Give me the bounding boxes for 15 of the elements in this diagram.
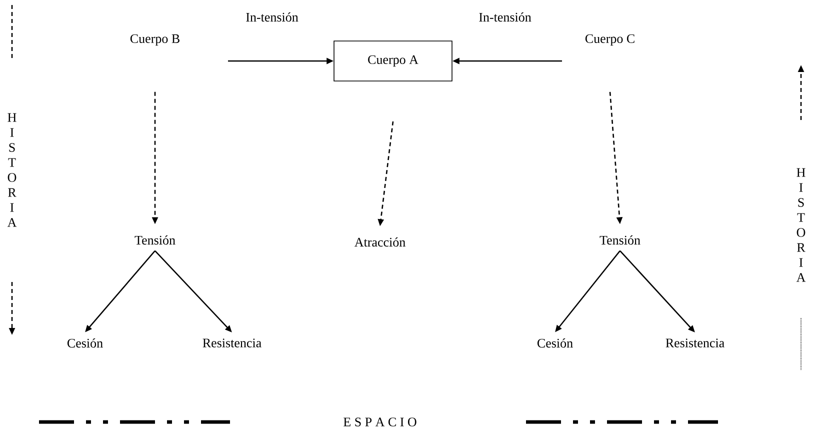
edge-label: In-tensión [478,11,532,23]
node-label: Cuerpo B [130,34,180,46]
node-label: Resistencia [202,338,262,348]
node-label: Resistencia [666,338,724,348]
vertical-label: H I S T O R I A [7,113,17,227]
node-label: Tensión [134,235,176,245]
node-label: Cesión [537,338,573,348]
node-label: Atracción [354,237,406,247]
node-label: Tensión [600,235,640,245]
node-label: Cuerpo C [585,34,634,46]
text-box: Cuerpo A [334,40,452,82]
node-label: Cesión [67,338,103,348]
edge-label: In-tensión [244,11,300,23]
vertical-label: H I S T O R I A [796,168,806,282]
spaced-label: E S P A C I O [344,418,416,426]
